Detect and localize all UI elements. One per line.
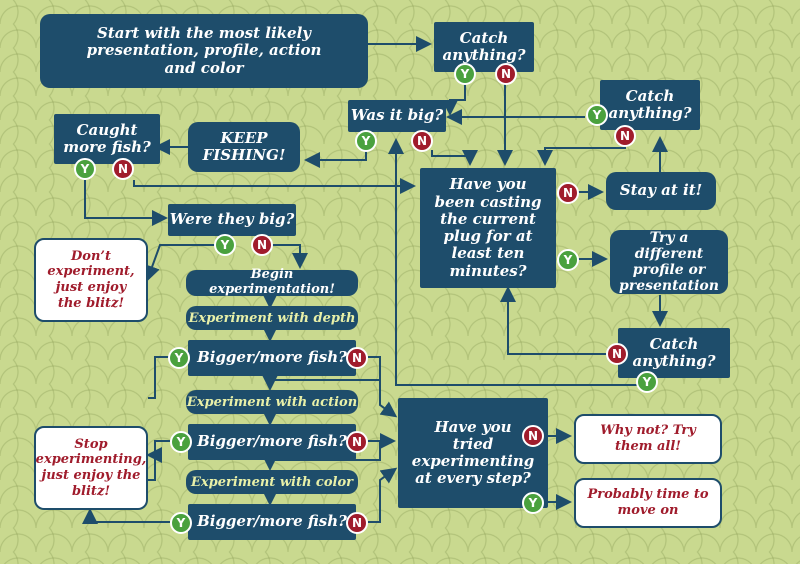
try-different: Try a different profile or presentation [610, 230, 728, 294]
catch-right-no: N [614, 125, 636, 147]
caught-more-no: N [112, 158, 134, 180]
catch-top-yes: Y [454, 63, 476, 85]
were-big-no: N [251, 234, 273, 256]
tried-every-step: Have you tried experimenting at every st… [398, 398, 548, 508]
experiment-depth: Experiment with depth [186, 306, 358, 330]
was-it-big: Was it big? [348, 100, 446, 132]
were-they-big: Were they big? [168, 204, 296, 236]
tried-no: N [522, 425, 544, 447]
keep-fishing: KEEP FISHING! [188, 122, 300, 172]
casting-yes: Y [557, 249, 579, 271]
bigger3-no: N [346, 512, 368, 534]
bigger-fish-2: Bigger/more fish? [188, 424, 356, 460]
caught-more-yes: Y [74, 158, 96, 180]
bigger-fish-1: Bigger/more fish? [188, 340, 356, 376]
bigger-fish-3: Bigger/more fish? [188, 504, 356, 540]
start-node: Start with the most likely presentation,… [40, 14, 368, 88]
catch-top-no: N [495, 63, 517, 85]
move-on-note: Probably time to move on [574, 478, 722, 528]
catch-anything-right: Catch anything? [600, 80, 700, 130]
why-not-note: Why not? Try them all! [574, 414, 722, 464]
was-big-no: N [411, 130, 433, 152]
dont-experiment-note: Don’t experiment, just enjoy the blitz! [34, 238, 148, 322]
experiment-action: Experiment with action [186, 390, 358, 414]
bigger1-yes: Y [168, 347, 190, 369]
stay-at-it: Stay at it! [606, 172, 716, 210]
stop-experimenting-note: Stop experimenting, just enjoy the blitz… [34, 426, 148, 510]
experiment-color: Experiment with color [186, 470, 358, 494]
caught-more-fish: Caught more fish? [54, 114, 160, 164]
bigger3-yes: Y [170, 512, 192, 534]
begin-experimentation: Begin experimentation! [186, 267, 358, 297]
casting-question: Have you been casting the current plug f… [420, 168, 556, 288]
catch-low-yes: Y [636, 371, 658, 393]
was-big-yes: Y [355, 130, 377, 152]
casting-no: N [557, 182, 579, 204]
bigger1-no: N [346, 347, 368, 369]
bigger2-no: N [346, 431, 368, 453]
catch-anything-low: Catch anything? [618, 328, 730, 378]
catch-anything-top: Catch anything? [434, 22, 534, 72]
tried-yes: Y [522, 492, 544, 514]
catch-low-no: N [606, 343, 628, 365]
were-big-yes: Y [214, 234, 236, 256]
catch-right-yes: Y [586, 104, 608, 126]
bigger2-yes: Y [170, 431, 192, 453]
